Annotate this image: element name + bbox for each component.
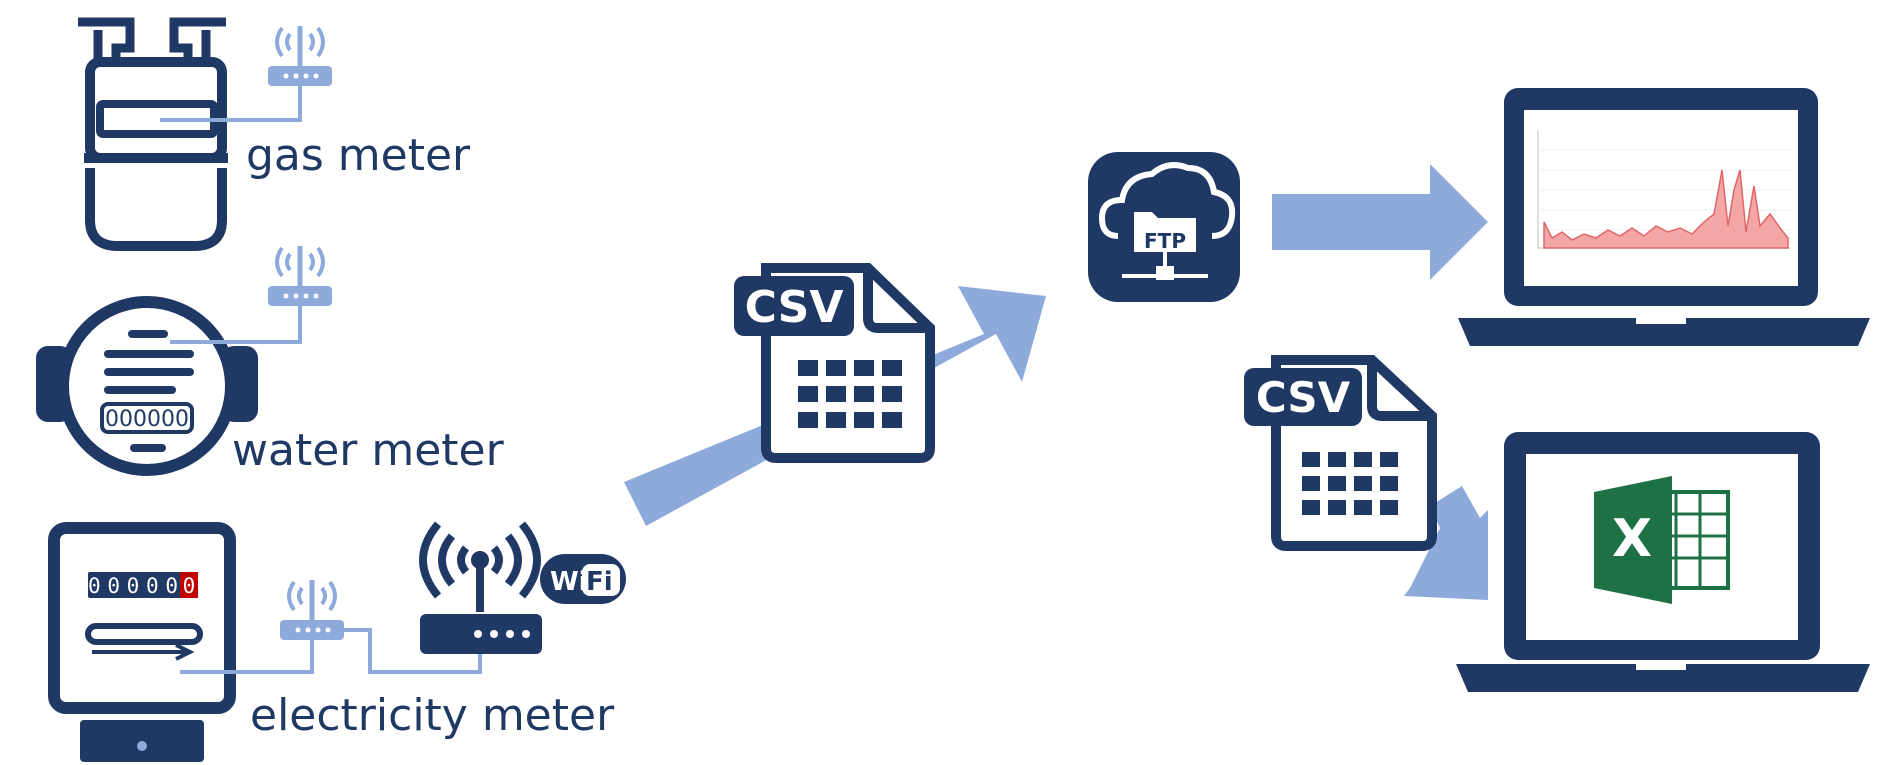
water-router-icon <box>170 246 332 344</box>
chart-thumbnail <box>1537 130 1790 249</box>
gas-router-icon <box>160 26 332 122</box>
ftp-label: FTP <box>1144 229 1186 253</box>
electric-counter-red-digit: 0 <box>183 574 196 598</box>
excel-logo-letter: X <box>1612 509 1652 569</box>
gas-meter-icon <box>78 17 228 251</box>
arrow-to-excel-laptop-icon <box>1404 486 1488 600</box>
excel-logo-icon: X <box>1594 476 1730 604</box>
csv-badge-2-text: CSV <box>1256 373 1351 422</box>
wifi-logo-icon: Wi Fi <box>540 554 626 604</box>
water-counter-text: 000000 <box>105 407 189 432</box>
arrow-to-chart-laptop-icon <box>1272 164 1488 280</box>
csv-file-icon: CSV <box>734 263 935 463</box>
excel-laptop-icon: X <box>1456 432 1870 692</box>
csv-badge-text: CSV <box>745 282 844 333</box>
wifi-router-icon <box>419 521 542 654</box>
gas-meter-label: gas meter <box>246 130 471 181</box>
water-meter-icon: 000000 <box>36 296 258 476</box>
water-meter-label: water meter <box>232 425 504 476</box>
electricity-meter-label: electricity meter <box>250 690 615 741</box>
electricity-router-icon <box>180 580 482 674</box>
wifi-logo-text-wi: Wi <box>550 567 588 597</box>
csv-file-2-icon: CSV <box>1244 355 1437 551</box>
electricity-meter-icon: 00000 0 <box>48 522 236 762</box>
chart-laptop-icon <box>1458 88 1870 346</box>
wifi-logo-text-fi: Fi <box>586 567 613 597</box>
ftp-server-icon: FTP <box>1088 152 1240 302</box>
